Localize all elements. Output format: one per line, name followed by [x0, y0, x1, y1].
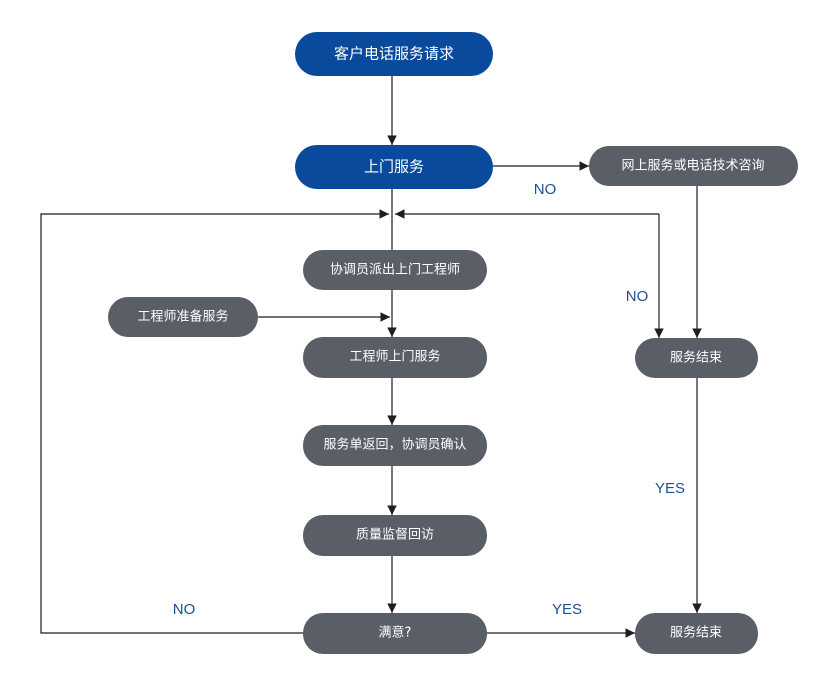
node-customer-request-label: 客户电话服务请求 — [334, 45, 454, 63]
node-satisfied-label: 满意? — [379, 625, 412, 641]
node-dispatch-engineer: 协调员派出上门工程师 — [303, 250, 487, 290]
node-online-consult: 网上服务或电话技术咨询 — [589, 146, 798, 186]
node-engineer-onsite: 工程师上门服务 — [303, 337, 487, 378]
node-engineer-onsite-label: 工程师上门服务 — [349, 349, 440, 365]
node-service-end-lower-label: 服务结束 — [670, 625, 722, 641]
label-consult-no: NO — [626, 288, 649, 305]
node-service-end-upper: 服务结束 — [635, 338, 758, 378]
node-onsite-service: 上门服务 — [295, 145, 493, 189]
node-quality-followup-label: 质量监督回访 — [356, 528, 434, 543]
label-satisfied-no: NO — [173, 601, 196, 618]
node-onsite-service-label: 上门服务 — [364, 158, 424, 176]
label-consult-yes: YES — [655, 480, 685, 497]
node-service-sheet-return: 服务单返回，协调员确认 — [303, 425, 487, 466]
node-online-consult-label: 网上服务或电话技术咨询 — [621, 158, 764, 174]
node-satisfied: 满意? — [303, 613, 487, 654]
connectors — [40, 76, 702, 638]
node-engineer-prepare: 工程师准备服务 — [108, 297, 258, 337]
label-onsite-no: NO — [534, 181, 557, 198]
node-service-end-lower: 服务结束 — [635, 613, 758, 654]
node-service-sheet-return-label: 服务单返回，协调员确认 — [323, 437, 466, 453]
node-customer-request: 客户电话服务请求 — [295, 32, 493, 76]
edge-satisfied-no-loop — [40, 209, 389, 634]
node-dispatch-engineer-label: 协调员派出上门工程师 — [330, 263, 460, 278]
label-satisfied-yes: YES — [552, 601, 582, 618]
node-engineer-prepare-label: 工程师准备服务 — [137, 309, 228, 325]
node-service-end-upper-label: 服务结束 — [670, 350, 722, 366]
node-quality-followup: 质量监督回访 — [303, 515, 487, 556]
